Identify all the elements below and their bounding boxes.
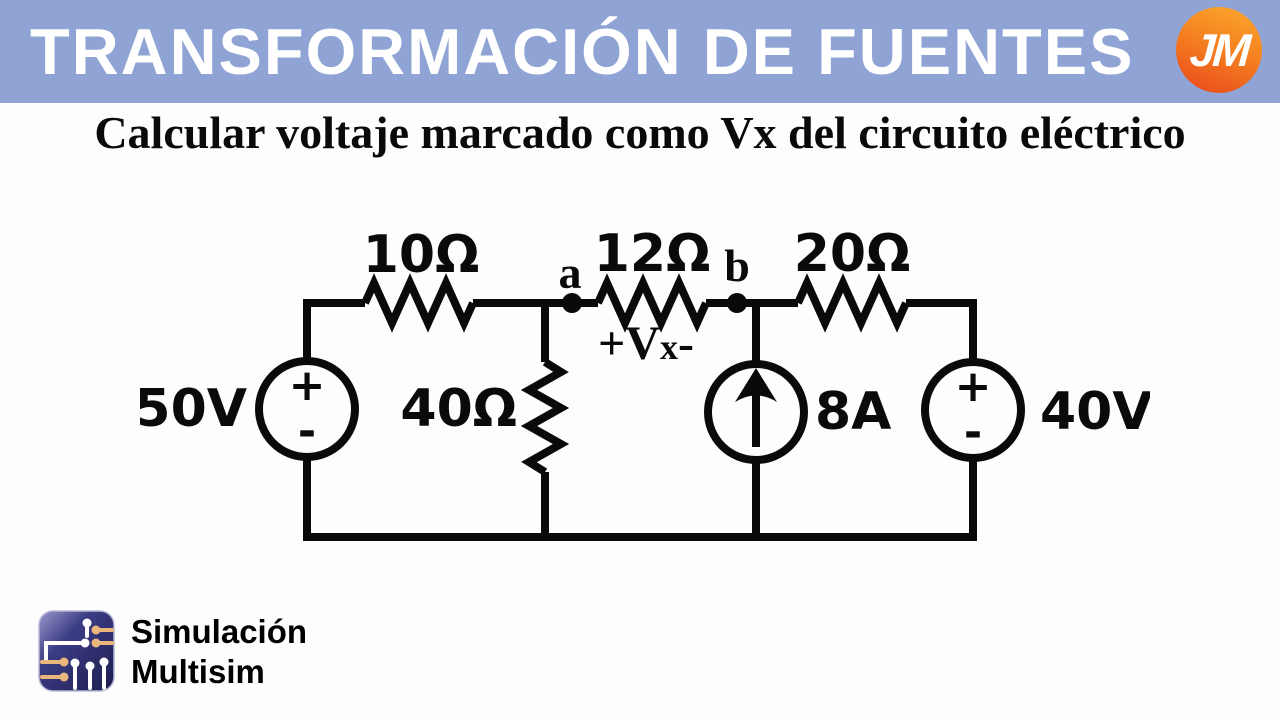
resistor-10ohm-label: 10Ω bbox=[363, 225, 480, 285]
logo-white-traces bbox=[44, 624, 106, 690]
wire-top-right bbox=[906, 299, 977, 362]
voltage-source-50v-icon bbox=[255, 357, 359, 461]
resistor-20ohm-label: 20Ω bbox=[794, 224, 911, 284]
vx-sub: x bbox=[660, 327, 678, 367]
vx-annotation: +Vx- bbox=[598, 317, 694, 370]
v1-minus-sign: - bbox=[298, 406, 316, 457]
source-50v-label: 50V bbox=[140, 379, 247, 439]
logo-tan-dots bbox=[59, 625, 101, 682]
problem-statement: Calcular voltaje marcado como Vx del cir… bbox=[94, 107, 1186, 158]
multisim-logo-icon bbox=[38, 610, 115, 692]
circuit-diagram: + - + - 10Ω 12Ω 20Ω 40Ω 50V 8A 40V a b +… bbox=[140, 224, 1150, 541]
source-40v-label: 40V bbox=[1040, 382, 1150, 442]
resistor-40ohm-zigzag bbox=[520, 358, 570, 476]
resistor-12ohm-label: 12Ω bbox=[594, 224, 711, 284]
current-arrow-head-icon bbox=[735, 368, 777, 402]
node-b-label: b bbox=[724, 240, 750, 291]
jm-monogram: JM bbox=[1188, 24, 1250, 76]
footer-brand: Simulación Multisim bbox=[38, 610, 307, 692]
resistor-12ohm-zigzag bbox=[594, 273, 710, 333]
footer-caption: Simulación Multisim bbox=[131, 612, 307, 692]
wire-top-left bbox=[303, 299, 365, 361]
v2-minus-sign: - bbox=[964, 407, 982, 458]
resistor-10ohm-zigzag bbox=[361, 273, 477, 333]
wire-bottom-loop bbox=[303, 457, 977, 541]
node-a-dot bbox=[562, 293, 582, 313]
node-a-label: a bbox=[559, 247, 582, 298]
resistor-20ohm-zigzag bbox=[794, 273, 910, 333]
node-b-dot bbox=[727, 293, 747, 313]
logo-tan-traces bbox=[40, 628, 114, 679]
vx-post: - bbox=[678, 317, 694, 370]
resistor-40ohm-label: 40Ω bbox=[400, 379, 517, 439]
v1-plus-sign: + bbox=[289, 360, 326, 411]
vx-pre: +V bbox=[598, 317, 660, 370]
page-title: TRANSFORMACIÓN DE FUENTES bbox=[30, 15, 1135, 88]
footer-line1: Simulación bbox=[131, 613, 308, 650]
footer-line2: Multisim bbox=[131, 653, 265, 690]
logo-white-dots bbox=[70, 618, 109, 671]
voltage-source-40v-icon bbox=[921, 358, 1025, 462]
v2-plus-sign: + bbox=[955, 361, 992, 412]
header-banner: TRANSFORMACIÓN DE FUENTES JM bbox=[0, 0, 1280, 103]
source-8a-label: 8A bbox=[815, 382, 891, 442]
jm-channel-logo-icon: JM bbox=[1176, 7, 1262, 93]
